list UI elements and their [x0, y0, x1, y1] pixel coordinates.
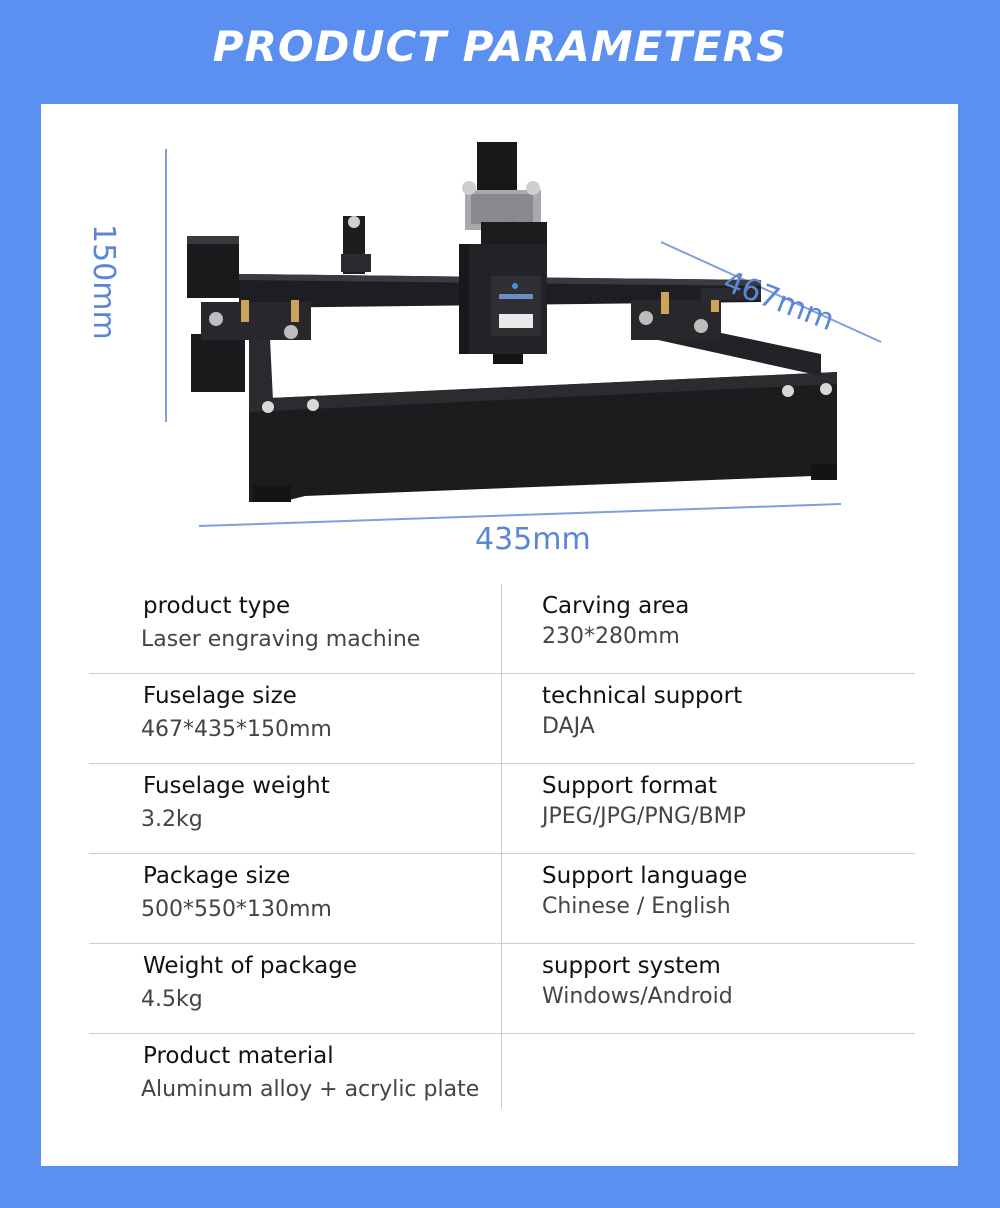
page-title: PRODUCT PARAMETERS	[212, 22, 788, 71]
spec-cell: support system Windows/Android	[502, 944, 915, 1033]
table-row: Fuselage weight 3.2kg Support format JPE…	[89, 764, 915, 854]
specs-table: product type Laser engraving machine Car…	[89, 584, 915, 1109]
spec-value: JPEG/JPG/PNG/BMP	[542, 804, 746, 829]
spec-cell: product type Laser engraving machine	[89, 584, 502, 673]
spec-label: Package size	[143, 863, 291, 889]
spec-value: 230*280mm	[542, 624, 680, 649]
spec-cell: Weight of package 4.5kg	[89, 944, 502, 1033]
parameters-panel: 435mm 467mm 150mm product type Laser eng…	[41, 104, 958, 1166]
spec-label: support system	[542, 953, 721, 979]
spec-value: 4.5kg	[141, 987, 203, 1012]
spec-value: 3.2kg	[141, 807, 203, 832]
table-row: Product material Aluminum alloy + acryli…	[89, 1034, 915, 1109]
spec-label: Fuselage weight	[143, 773, 330, 799]
spec-value: Aluminum alloy + acrylic plate	[141, 1077, 480, 1102]
spec-cell: Package size 500*550*130mm	[89, 854, 502, 943]
spec-cell: Support language Chinese / English	[502, 854, 915, 943]
laser-engraver-image	[165, 142, 882, 527]
spec-cell: Fuselage size 467*435*150mm	[89, 674, 502, 763]
spec-value: 467*435*150mm	[141, 717, 332, 742]
width-dimension-line	[198, 503, 842, 527]
spec-cell: Product material Aluminum alloy + acryli…	[89, 1034, 502, 1109]
spec-label: product type	[143, 593, 291, 619]
spec-value: Laser engraving machine	[141, 627, 421, 652]
spec-label: Support language	[542, 863, 748, 889]
spec-cell: Support format JPEG/JPG/PNG/BMP	[502, 764, 915, 853]
spec-value: 500*550*130mm	[141, 897, 332, 922]
table-row: Weight of package 4.5kg support system W…	[89, 944, 915, 1034]
product-illustration: 435mm 467mm 150mm	[41, 104, 958, 574]
spec-value: DAJA	[542, 714, 595, 739]
depth-dimension-line	[660, 241, 882, 343]
spec-label: Carving area	[542, 593, 690, 619]
table-row: Package size 500*550*130mm Support langu…	[89, 854, 915, 944]
spec-label: Weight of package	[143, 953, 358, 979]
spec-label: Fuselage size	[143, 683, 297, 709]
spec-cell-empty	[502, 1034, 915, 1109]
spec-label: Support format	[542, 773, 717, 799]
width-dimension-label: 435mm	[475, 522, 591, 557]
spec-value: Windows/Android	[542, 984, 733, 1009]
spec-cell: technical support DAJA	[502, 674, 915, 763]
spec-cell: Carving area 230*280mm	[502, 584, 915, 673]
spec-cell: Fuselage weight 3.2kg	[89, 764, 502, 853]
table-row: product type Laser engraving machine Car…	[89, 584, 915, 674]
left-stepper-motor	[187, 236, 239, 298]
table-row: Fuselage size 467*435*150mm technical su…	[89, 674, 915, 764]
spec-label: Product material	[143, 1043, 334, 1069]
spec-value: Chinese / English	[542, 894, 731, 919]
spec-label: technical support	[542, 683, 743, 709]
height-dimension-label: 150mm	[86, 224, 121, 340]
